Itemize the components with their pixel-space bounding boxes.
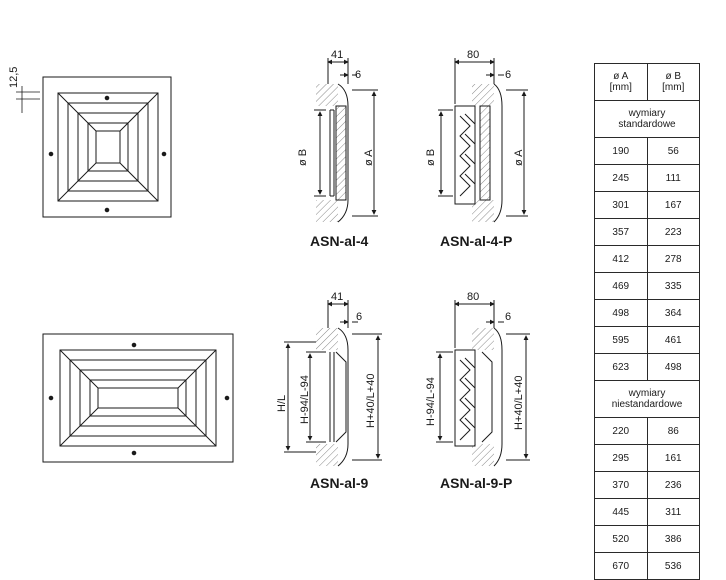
front-view-square [42, 76, 172, 218]
cell-b: 386 [646, 525, 700, 553]
dia-a-a: ø A [363, 149, 375, 166]
dim-41-b: 41 [331, 291, 343, 303]
cell-a: 295 [594, 444, 648, 472]
section-asn-al-9 [284, 300, 382, 467]
cell-a: 190 [594, 137, 648, 165]
cell-b: 335 [646, 272, 700, 300]
col-b-label: ø B [665, 71, 682, 82]
cell-a: 670 [594, 552, 648, 580]
standard-label-2: standardowe [618, 119, 676, 130]
cell-b: 161 [646, 444, 700, 472]
model-asn-al-9-p: ASN-al-9-P [440, 475, 512, 491]
col-b-header: ø B [mm] [646, 63, 700, 101]
section-asn-al-9-p [436, 300, 530, 467]
dim-h-inner-a: H-94/L-94 [299, 375, 311, 424]
model-asn-al-4: ASN-al-4 [310, 233, 369, 249]
dim-h-l: H/L [276, 395, 288, 412]
cell-b: 56 [646, 137, 700, 165]
cell-a: 220 [594, 417, 648, 445]
cell-b: 167 [646, 191, 700, 219]
nonstandard-label-2: niestandardowe [611, 399, 683, 410]
cell-a: 245 [594, 164, 648, 192]
cell-b: 278 [646, 245, 700, 273]
cell-b: 223 [646, 218, 700, 246]
dia-b-b: ø B [425, 149, 437, 166]
cell-a: 520 [594, 525, 648, 553]
col-a-unit: [mm] [609, 82, 632, 93]
cell-a: 469 [594, 272, 648, 300]
col-a-header: ø A [mm] [594, 63, 648, 101]
cell-b: 111 [646, 164, 700, 192]
standard-label-1: wymiary [628, 108, 666, 119]
nonstandard-label-1: wymiary [628, 388, 666, 399]
model-asn-al-9: ASN-al-9 [310, 475, 369, 491]
col-a-label: ø A [613, 71, 629, 82]
cell-b: 498 [646, 353, 700, 381]
cell-a: 595 [594, 326, 648, 354]
cell-a: 357 [594, 218, 648, 246]
cell-a: 370 [594, 471, 648, 499]
cell-b: 86 [646, 417, 700, 445]
dim-6-a: 6 [355, 69, 361, 81]
cell-a: 301 [594, 191, 648, 219]
dim-h-inner-b: H-94/L-94 [425, 377, 437, 426]
cell-b: 236 [646, 471, 700, 499]
dim-h-outer-b: H+40/L+40 [513, 376, 525, 430]
nonstandard-section-header: wymiary niestandardowe [594, 380, 700, 418]
cell-b: 461 [646, 326, 700, 354]
cell-b: 536 [646, 552, 700, 580]
col-b-unit: [mm] [662, 82, 685, 93]
dim-6-d: 6 [505, 311, 511, 323]
dim-6-c: 6 [356, 311, 362, 323]
cell-b: 311 [646, 498, 700, 526]
dim-80-b: 80 [467, 291, 479, 303]
dimensions-table: ø A [mm] ø B [mm] wymiary standardowe 19… [594, 63, 700, 580]
dia-a-b: ø A [513, 149, 525, 166]
cell-a: 498 [594, 299, 648, 327]
model-asn-al-4-p: ASN-al-4-P [440, 233, 512, 249]
cell-b: 364 [646, 299, 700, 327]
dim-80-a: 80 [467, 49, 479, 61]
cell-a: 412 [594, 245, 648, 273]
flange-dimension [16, 86, 40, 113]
technical-drawing: 12,5 41 6 [8, 49, 530, 491]
section-asn-al-4 [314, 58, 378, 223]
dim-41-a: 41 [331, 49, 343, 61]
cell-a: 623 [594, 353, 648, 381]
dia-b-a: ø B [297, 149, 309, 166]
standard-section-header: wymiary standardowe [594, 100, 700, 138]
cell-a: 445 [594, 498, 648, 526]
dim-6-b: 6 [505, 69, 511, 81]
front-view-rect [42, 333, 234, 463]
dim-h-outer-a: H+40/L+40 [365, 374, 377, 428]
flange-label: 12,5 [8, 67, 20, 88]
section-asn-al-4-p [438, 58, 528, 223]
